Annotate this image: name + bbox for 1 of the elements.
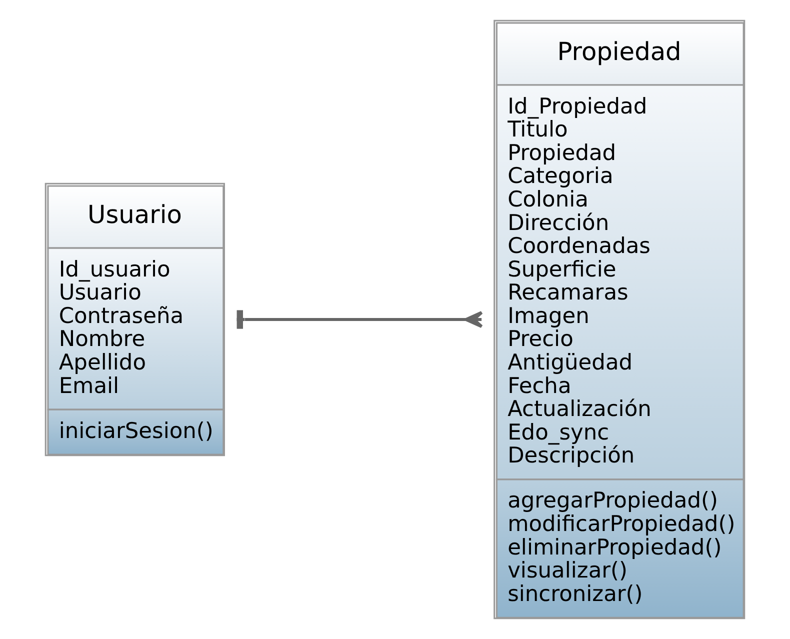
connector — [236, 310, 484, 329]
